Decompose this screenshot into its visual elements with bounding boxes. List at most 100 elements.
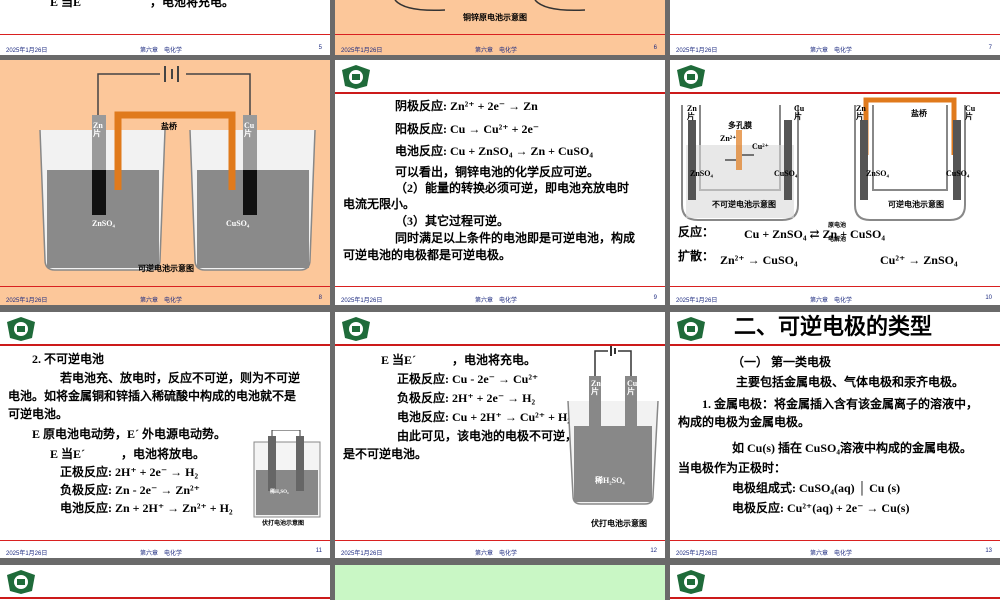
slide-5[interactable]: E 当E´ ，电池将充电。 2025年1月26日 第六章 电化学 5	[0, 0, 330, 55]
footer-date: 2025年1月26日	[341, 551, 383, 557]
cathode-reaction: 阴极反应: Zn²⁺ + 2e⁻ → Zn	[395, 99, 538, 113]
university-logo-icon	[677, 570, 705, 594]
footer-chapter: 第六章 电化学	[475, 48, 518, 54]
cell-reaction: 电池反应: Zn + 2H⁺ → Zn²⁺ + H₂	[60, 501, 233, 515]
emf-definition: E 原电池电动势，E´ 外电源电动势。	[32, 427, 227, 441]
footer-chapter: 第六章 电化学	[810, 298, 853, 304]
slide-title: 二、可逆电极的类型	[734, 314, 933, 339]
slide-6[interactable]: 铜锌原电池示意图 2025年1月26日 第六章 电化学 6	[335, 0, 665, 55]
slide-8[interactable]: 盐桥 Zn片 Cu片 ZnSO₄ CuSO₄ 可逆电池示意图 2025年1月26…	[0, 60, 330, 305]
cuso4-label: CuSO₄	[946, 169, 970, 178]
footer-page-number: 9	[653, 295, 657, 301]
reaction-label: 反应：	[678, 225, 715, 239]
footer-chapter: 第六章 电化学	[140, 48, 183, 54]
negative-reaction: 负极反应: Zn - 2e⁻ → Zn²⁺	[60, 483, 200, 497]
zn-electrode-label: Zn片	[687, 104, 697, 121]
acid-label: 稀H₂SO₄	[270, 490, 289, 495]
footer-chapter: 第六章 电化学	[810, 48, 853, 54]
paragraph: （2）能量的转换必须可逆，即电池充放电时	[395, 181, 630, 195]
university-logo-icon	[677, 317, 705, 341]
slide-10[interactable]: Zn片 Cu片 多孔膜 Zn²⁺ Cu²⁺ ZnSO₄ CuSO₄ 盐桥 Zn片…	[670, 60, 1000, 305]
paragraph: 若电池充、放电时，反应不可逆，则为不可逆	[60, 371, 301, 385]
footer-date: 2025年1月26日	[676, 298, 718, 304]
slide-7[interactable]: 2025年1月26日 第六章 电化学 7	[670, 0, 1000, 55]
slide-footer: 2025年1月26日 第六章 电化学 10	[670, 291, 1000, 305]
diffusion-zn: Zn²⁺ → CuSO₄	[720, 253, 798, 267]
znso4-label: ZnSO₄	[866, 169, 889, 178]
zn-electrode-label: Zn片	[856, 104, 866, 121]
slide-9[interactable]: 阴极反应: Zn²⁺ + 2e⁻ → Zn 阳极反应: Cu → Cu²⁺ + …	[335, 60, 665, 305]
slide-footer: 2025年1月26日 第六章 电化学 13	[670, 544, 1000, 558]
footer-chapter: 第六章 电化学	[140, 551, 183, 557]
cell-reaction: 电池反应: Cu + ZnSO₄ → Zn + CuSO₄	[395, 144, 593, 158]
footer-date: 2025年1月26日	[6, 551, 48, 557]
diffusion-label: 扩散：	[678, 249, 715, 263]
footer-page-number: 13	[985, 548, 992, 554]
university-logo-icon	[342, 65, 370, 89]
paragraph: 可逆电池的电极都是可逆电极。	[343, 248, 512, 262]
voltaic-cell-diagram	[567, 346, 659, 505]
paragraph: （3）其它过程可逆。	[395, 214, 510, 228]
footer-chapter: 第六章 电化学	[475, 551, 518, 557]
cell-comparison-diagram	[681, 97, 966, 221]
electrode-reaction: 电极反应: Cu²⁺(aq) + 2e⁻ → Cu(s)	[732, 501, 910, 515]
diagram-caption: 铜锌原电池示意图	[463, 13, 527, 22]
right-caption: 可逆电池示意图	[888, 200, 944, 209]
paragraph: 如 Cu(s) 插在 CuSO₄溶液中构成的金属电极。	[732, 441, 972, 455]
acid-label: 稀H₂SO₄	[595, 476, 625, 485]
footer-page-number: 11	[315, 548, 322, 554]
university-logo-icon	[677, 65, 705, 89]
footer-date: 2025年1月26日	[6, 48, 48, 54]
footer-chapter: 第六章 电化学	[140, 298, 183, 304]
slide-11[interactable]: 2. 不可逆电池 若电池充、放电时，反应不可逆，则为不可逆 电池。如将金属铜和锌…	[0, 312, 330, 558]
university-logo-icon	[342, 317, 370, 341]
negative-reaction: 负极反应: 2H⁺ + 2e⁻ → H₂	[397, 391, 536, 405]
salt-bridge-label: 盐桥	[911, 109, 927, 118]
paragraph: 可逆电池。	[8, 407, 69, 421]
footer-date: 2025年1月26日	[341, 48, 383, 54]
paragraph: 可以看出，铜锌电池的化学反应可逆。	[395, 165, 600, 179]
positive-reaction: 正极反应: Cu - 2e⁻ → Cu²⁺	[397, 372, 539, 386]
slide-15[interactable]	[335, 565, 665, 600]
footer-page-number: 12	[650, 548, 657, 554]
voltaic-cell-diagram	[253, 430, 321, 518]
paragraph: 1. 金属电极：将金属插入含有该金属离子的溶液中，	[702, 397, 979, 411]
zn-ion-label: Zn²⁺	[720, 134, 737, 143]
footer-page-number: 10	[985, 295, 992, 301]
cuso4-label: CuSO₄	[774, 169, 798, 178]
paragraph: 当电极作为正极时：	[678, 461, 787, 475]
cell-reaction: 电池反应: Cu + 2H⁺ → Cu²⁺ + H₂	[397, 410, 571, 424]
reversible-reaction: Cu + ZnSO₄ ⇄ Zn + CuSO₄	[744, 227, 885, 241]
diffusion-cu: Cu²⁺ → ZnSO₄	[880, 253, 958, 267]
slide-16[interactable]	[670, 565, 1000, 600]
footer-page-number: 6	[653, 45, 657, 51]
footer-chapter: 第六章 电化学	[475, 298, 518, 304]
cu-electrode-label: Cu片	[627, 379, 638, 396]
subsection-heading: （一） 第一类电极	[732, 355, 832, 369]
slide-footer: 2025年1月26日 第六章 电化学 8	[0, 291, 330, 305]
footer-page-number: 8	[318, 295, 322, 301]
left-caption: 不可逆电池示意图	[712, 200, 776, 209]
slide-14[interactable]	[0, 565, 330, 600]
cu-electrode-label: Cu片	[794, 104, 805, 121]
cu-ion-label: Cu²⁺	[752, 142, 769, 151]
electrode-notation: 电极组成式: CuSO₄(aq) │ Cu (s)	[732, 481, 901, 495]
paragraph: 同时满足以上条件的电池即是可逆电池，构成	[395, 231, 636, 245]
znso4-label: ZnSO₄	[690, 169, 713, 178]
zn-electrode-label: Zn片	[93, 121, 103, 138]
zn-electrode-label: Zn片	[591, 379, 601, 396]
paragraph: 主要包括金属电极、气体电极和汞齐电极。	[736, 375, 965, 389]
slide-12[interactable]: E 当E´ ，电池将充电。 正极反应: Cu - 2e⁻ → Cu²⁺ 负极反应…	[335, 312, 665, 558]
footer-page-number: 5	[318, 45, 322, 51]
footer-date: 2025年1月26日	[341, 298, 383, 304]
membrane-label: 多孔膜	[728, 121, 752, 130]
reversible-cell-diagram	[39, 66, 316, 271]
cuso4-solution-label: CuSO₄	[226, 219, 250, 228]
paragraph: 电池。如将金属铜和锌插入稀硫酸中构成的电池就不是	[8, 389, 297, 403]
slide-13[interactable]: 二、可逆电极的类型 （一） 第一类电极 主要包括金属电极、气体电极和汞齐电极。 …	[670, 312, 1000, 558]
salt-bridge-label: 盐桥	[161, 122, 177, 131]
university-logo-icon	[7, 317, 35, 341]
positive-reaction: 正极反应: 2H⁺ + 2e⁻ → H₂	[60, 465, 199, 479]
charge-text: ，电池将充电。	[150, 0, 235, 9]
slide-footer: 2025年1月26日 第六章 电化学 11	[0, 544, 330, 558]
